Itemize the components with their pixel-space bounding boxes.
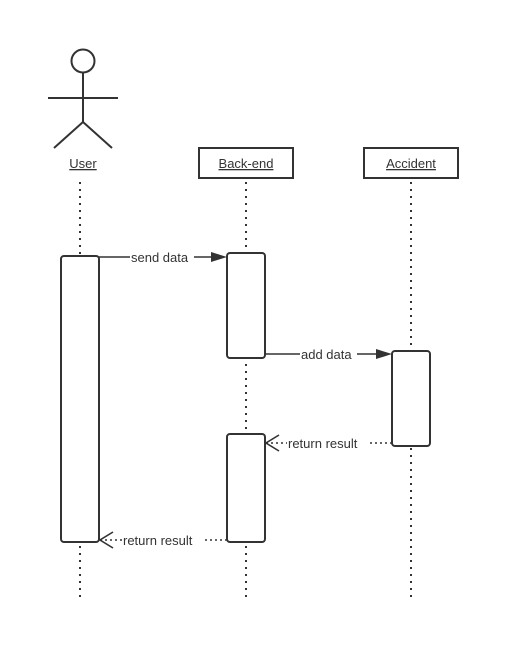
actor-left-leg — [53, 121, 84, 149]
backend-participant-box — [198, 147, 294, 179]
accident-participant-label: Accident — [386, 156, 436, 171]
message-return-result-2: return result — [98, 531, 227, 549]
arrowhead-icon — [211, 252, 227, 262]
accident-activation-bar — [391, 350, 431, 447]
message-label: return result — [288, 436, 358, 451]
backend-participant-label: Back-end — [219, 156, 274, 171]
message-send-data: send data — [99, 250, 227, 265]
message-label: return result — [123, 533, 193, 548]
actor-head — [70, 48, 96, 74]
message-label: add data — [301, 347, 352, 362]
backend-activation-bar-1 — [226, 252, 266, 359]
user-actor-figure — [48, 48, 118, 149]
actor-right-leg — [82, 121, 113, 149]
backend-activation-bar-2 — [226, 433, 266, 543]
open-arrowhead-icon — [98, 531, 114, 549]
open-arrowhead-icon — [264, 434, 280, 452]
user-activation-bar — [60, 255, 100, 543]
message-return-result-1: return result — [264, 434, 392, 452]
accident-participant-box — [363, 147, 459, 179]
user-actor-label: User — [69, 156, 97, 171]
arrowhead-icon — [376, 349, 392, 359]
message-label: send data — [131, 250, 189, 265]
message-add-data: add data — [265, 347, 392, 362]
